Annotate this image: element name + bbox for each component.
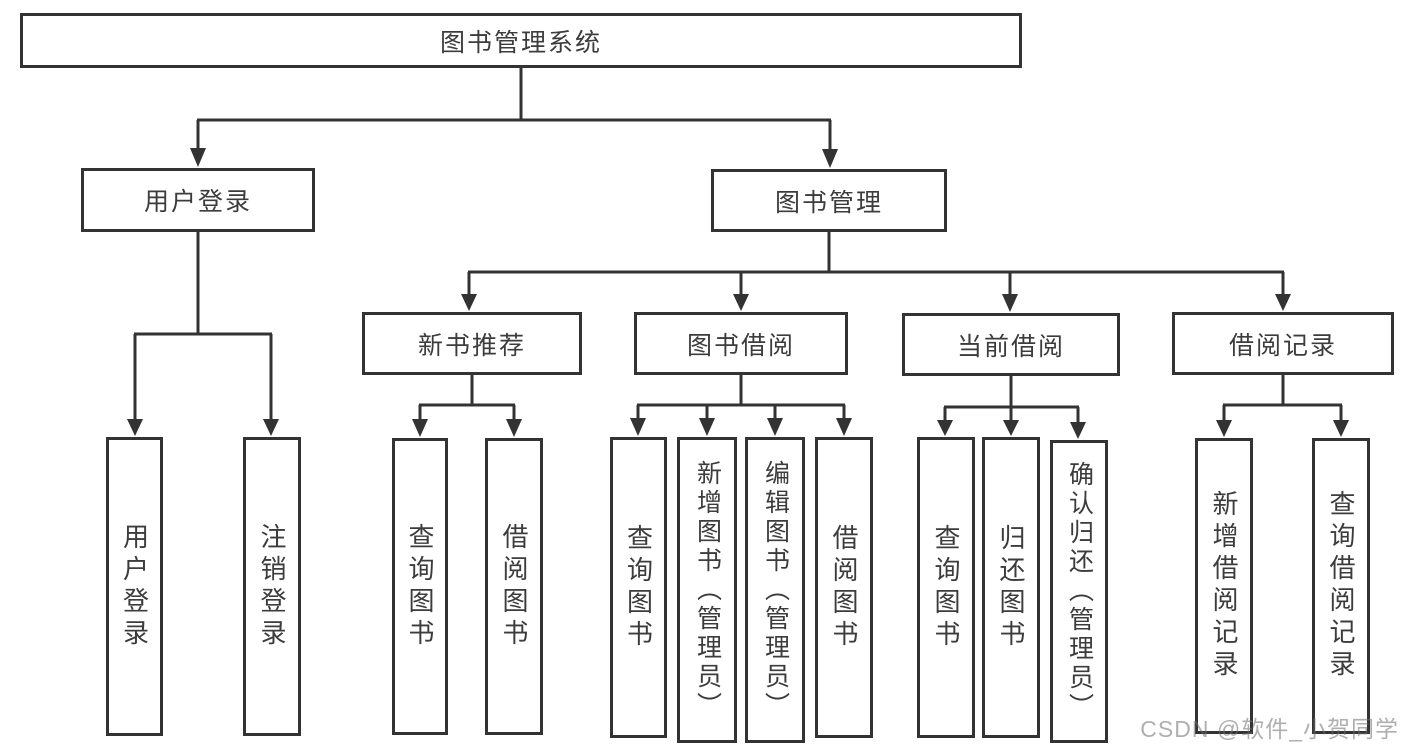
arrowheads-new-book — [412, 419, 522, 437]
leaf-borrow-books-recommend: 借阅图书 — [485, 438, 543, 735]
leaf-logout-login: 注销登录 — [243, 437, 301, 736]
connector-root-to-level2 — [196, 68, 832, 151]
arrowheads-level2 — [190, 148, 838, 168]
connector-book-borrow-children — [636, 375, 846, 420]
leaf-query-books-recommend: 查询图书 — [392, 438, 448, 735]
leaf-confirm-return-admin: 确认归还（管理员） — [1050, 440, 1108, 743]
node-book-management: 图书管理 — [711, 169, 947, 232]
leaf-edit-books-admin: 编辑图书（管理员） — [745, 437, 805, 743]
arrowheads-level3 — [461, 294, 1291, 312]
leaf-query-borrow-record: 查询借阅记录 — [1312, 438, 1370, 734]
leaf-add-books-admin: 新增图书（管理员） — [677, 437, 737, 743]
connector-book-mgmt-to-level3 — [467, 232, 1285, 296]
node-library-system: 图书管理系统 — [20, 13, 1022, 68]
arrowheads-user-login — [127, 419, 279, 436]
node-borrowing-records: 借阅记录 — [1172, 312, 1394, 375]
connector-new-book-children — [418, 375, 516, 421]
leaf-return-books: 归还图书 — [982, 437, 1040, 738]
arrowheads-book-borrow — [630, 418, 852, 436]
arrowheads-borrow-records — [1216, 420, 1349, 437]
watermark-csdn: CSDN @软件_小贺同学 — [1140, 716, 1399, 742]
leaf-add-borrow-record: 新增借阅记录 — [1195, 438, 1253, 734]
connector-borrow-records-children — [1222, 375, 1343, 421]
node-user-login: 用户登录 — [81, 168, 315, 232]
leaf-borrow-books-borrowing: 借阅图书 — [815, 437, 873, 738]
leaf-query-books-current: 查询图书 — [917, 437, 975, 738]
leaf-user-login: 用户登录 — [106, 437, 163, 736]
node-current-borrowing: 当前借阅 — [902, 313, 1120, 376]
node-book-borrowing: 图书借阅 — [634, 312, 848, 375]
connector-current-borrow-children — [943, 376, 1080, 423]
leaf-query-books-borrowing: 查询图书 — [610, 437, 667, 738]
node-new-book-recommendation: 新书推荐 — [362, 312, 582, 375]
connector-user-login-children — [133, 232, 273, 421]
